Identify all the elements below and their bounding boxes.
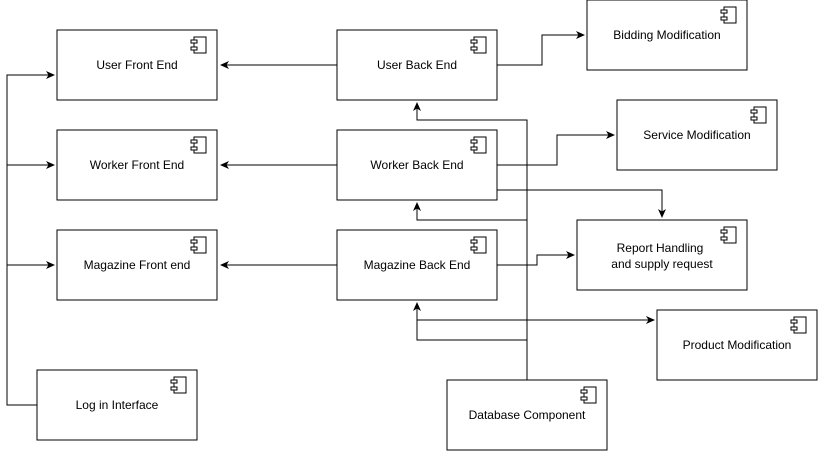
component-magazine-back-end[interactable]: Magazine Back End [336,229,498,301]
component-label-line2: and supply request [611,257,713,271]
component-label: Worker Back End [370,158,463,172]
component-label-line1: Report Handling [617,241,704,255]
component-label: Database Component [469,408,586,422]
component-login-interface[interactable]: Log in Interface [36,369,198,441]
component-label: Magazine Front end [84,258,191,272]
component-label: Worker Front End [90,158,184,172]
component-worker-front-end[interactable]: Worker Front End [56,129,218,201]
component-label: Magazine Back End [364,258,471,272]
edge-magazine-back-to-report [497,251,575,266]
component-label: User Front End [96,58,177,72]
component-label: Log in Interface [76,398,159,412]
component-magazine-front-end[interactable]: Magazine Front end [56,229,218,301]
component-label: Product Modification [683,338,792,352]
component-product-modification[interactable]: Product Modification [656,309,818,381]
edge-database-to-magazine-back [413,302,527,341]
edge-worker-back-to-report [497,189,666,218]
component-report-handling[interactable]: Report Handling and supply request [576,219,748,291]
component-label: Service Modification [643,128,750,142]
connectors [6,31,666,406]
edge-database-to-user-back [413,102,528,380]
component-user-front-end[interactable]: User Front End [56,29,218,101]
edge-user-back-to-bidding [497,31,585,66]
edge-database-to-worker-back [413,202,527,221]
component-user-back-end[interactable]: User Back End [336,29,498,101]
component-worker-back-end[interactable]: Worker Back End [336,129,498,201]
component-database[interactable]: Database Component [446,379,608,451]
component-label: User Back End [377,58,457,72]
component-label: Bidding Modification [613,28,720,42]
component-bidding-modification[interactable]: Bidding Modification [586,0,748,71]
edge-worker-back-to-service [497,131,615,166]
component-service-modification[interactable]: Service Modification [616,99,778,171]
edge-login-to-fronts [6,71,55,406]
